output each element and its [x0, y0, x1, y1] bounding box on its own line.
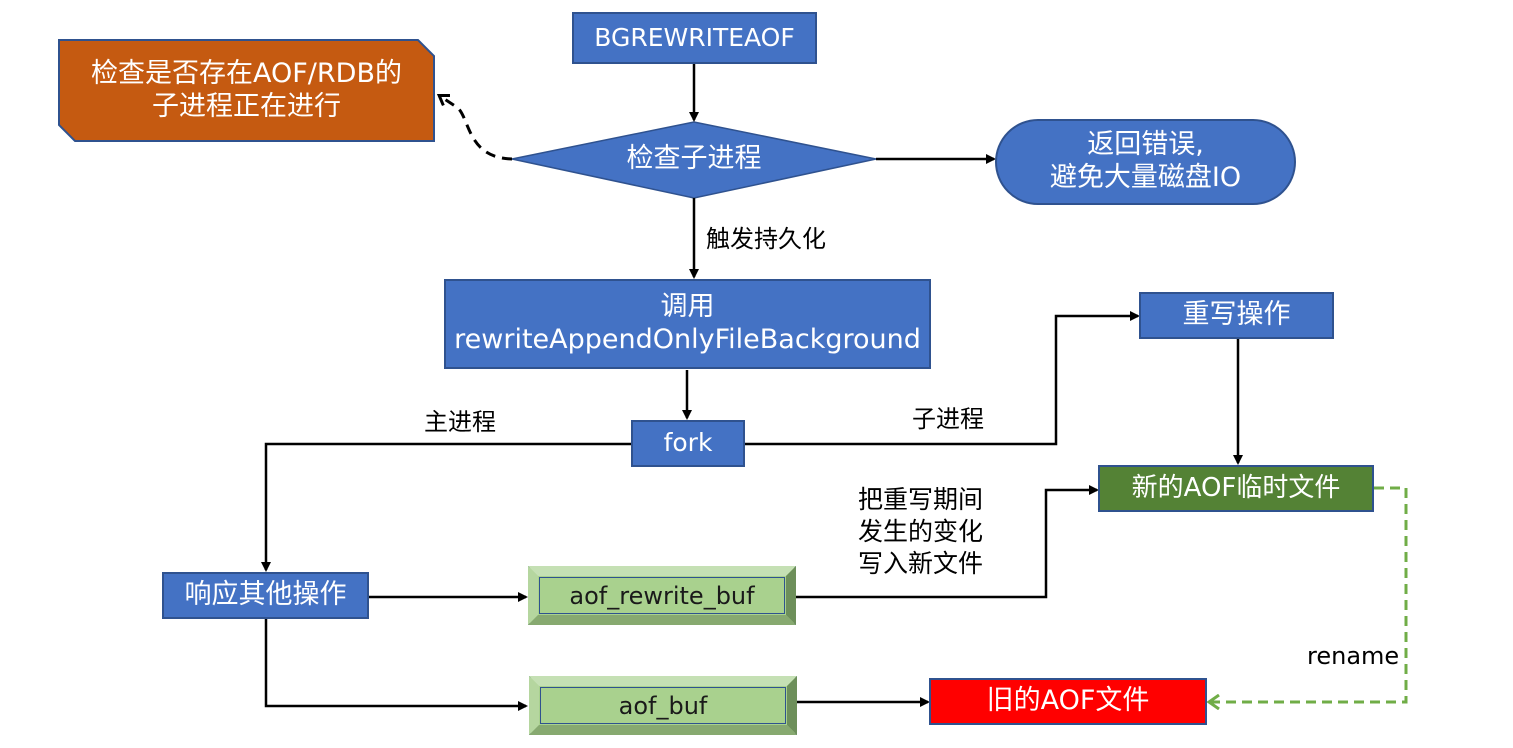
- new-aof-temp-node[interactable]: 新的AOF临时文件: [1098, 465, 1374, 512]
- return-error-line2: 避免大量磁盘IO: [1049, 162, 1242, 193]
- aof-rewrite-buf-node[interactable]: aof_rewrite_buf: [528, 566, 796, 625]
- bgrewriteaof-label: BGREWRITEAOF: [594, 22, 795, 52]
- arrow-check-to-existing: [440, 96, 513, 161]
- new-aof-temp-label: 新的AOF临时文件: [1131, 472, 1341, 503]
- check-existing-line1: 检查是否存在AOF/RDB的: [91, 57, 402, 89]
- arrow-respond-to-aofbuf: [264, 619, 528, 711]
- rename-label: rename: [1307, 642, 1400, 670]
- write-changes-line1: 把重写期间: [858, 485, 984, 514]
- main-process-label: 主进程: [424, 408, 496, 436]
- return-error-line1: 返回错误,: [1087, 129, 1204, 161]
- bevel-shading: [528, 566, 796, 625]
- arrow-rewritebuf-to-new: [796, 485, 1099, 599]
- check-child-label: 检查子进程: [626, 142, 762, 174]
- write-changes-line2: 发生的变化: [858, 516, 984, 546]
- fork-label: fork: [663, 428, 713, 458]
- arrow-rename: [1210, 486, 1408, 702]
- trigger-persist-label: 触发持久化: [706, 225, 826, 253]
- return-error-node[interactable]: 返回错误, 避免大量磁盘IO: [995, 119, 1296, 205]
- arrow-fork-to-rewrite: [745, 311, 1140, 446]
- child-process-label: 子进程: [912, 405, 984, 433]
- bgrewriteaof-node[interactable]: BGREWRITEAOF: [572, 12, 817, 64]
- call-rewrite-line2: rewriteAppendOnlyFileBackground: [454, 324, 921, 355]
- respond-other-label: 响应其他操作: [184, 579, 347, 611]
- check-child-label-box: 检查子进程: [560, 135, 828, 183]
- call-rewrite-line1: 调用: [660, 291, 715, 323]
- arrow-fork-to-respond: [261, 442, 632, 572]
- aof-buf-label: aof_buf: [618, 691, 708, 720]
- rewrite-op-label: 重写操作: [1182, 299, 1291, 331]
- aof-rewrite-buf-label: aof_rewrite_buf: [569, 581, 755, 610]
- note-shape: [58, 39, 435, 142]
- aof-buf-node[interactable]: aof_buf: [529, 676, 797, 735]
- write-changes-label: 把重写期间 发生的变化 写入新文件: [858, 484, 983, 579]
- check-existing-note[interactable]: 检查是否存在AOF/RDB的 子进程正在进行: [58, 39, 435, 142]
- fork-node[interactable]: fork: [631, 420, 745, 467]
- old-aof-node[interactable]: 旧的AOF文件: [929, 678, 1207, 725]
- check-existing-line2: 子进程正在进行: [152, 90, 341, 122]
- write-changes-line3: 写入新文件: [858, 548, 984, 578]
- respond-other-node[interactable]: 响应其他操作: [162, 572, 369, 619]
- old-aof-label: 旧的AOF文件: [986, 685, 1150, 717]
- call-rewrite-node[interactable]: 调用 rewriteAppendOnlyFileBackground: [444, 279, 931, 369]
- rewrite-op-node[interactable]: 重写操作: [1139, 292, 1334, 339]
- bevel-shading: [529, 676, 797, 735]
